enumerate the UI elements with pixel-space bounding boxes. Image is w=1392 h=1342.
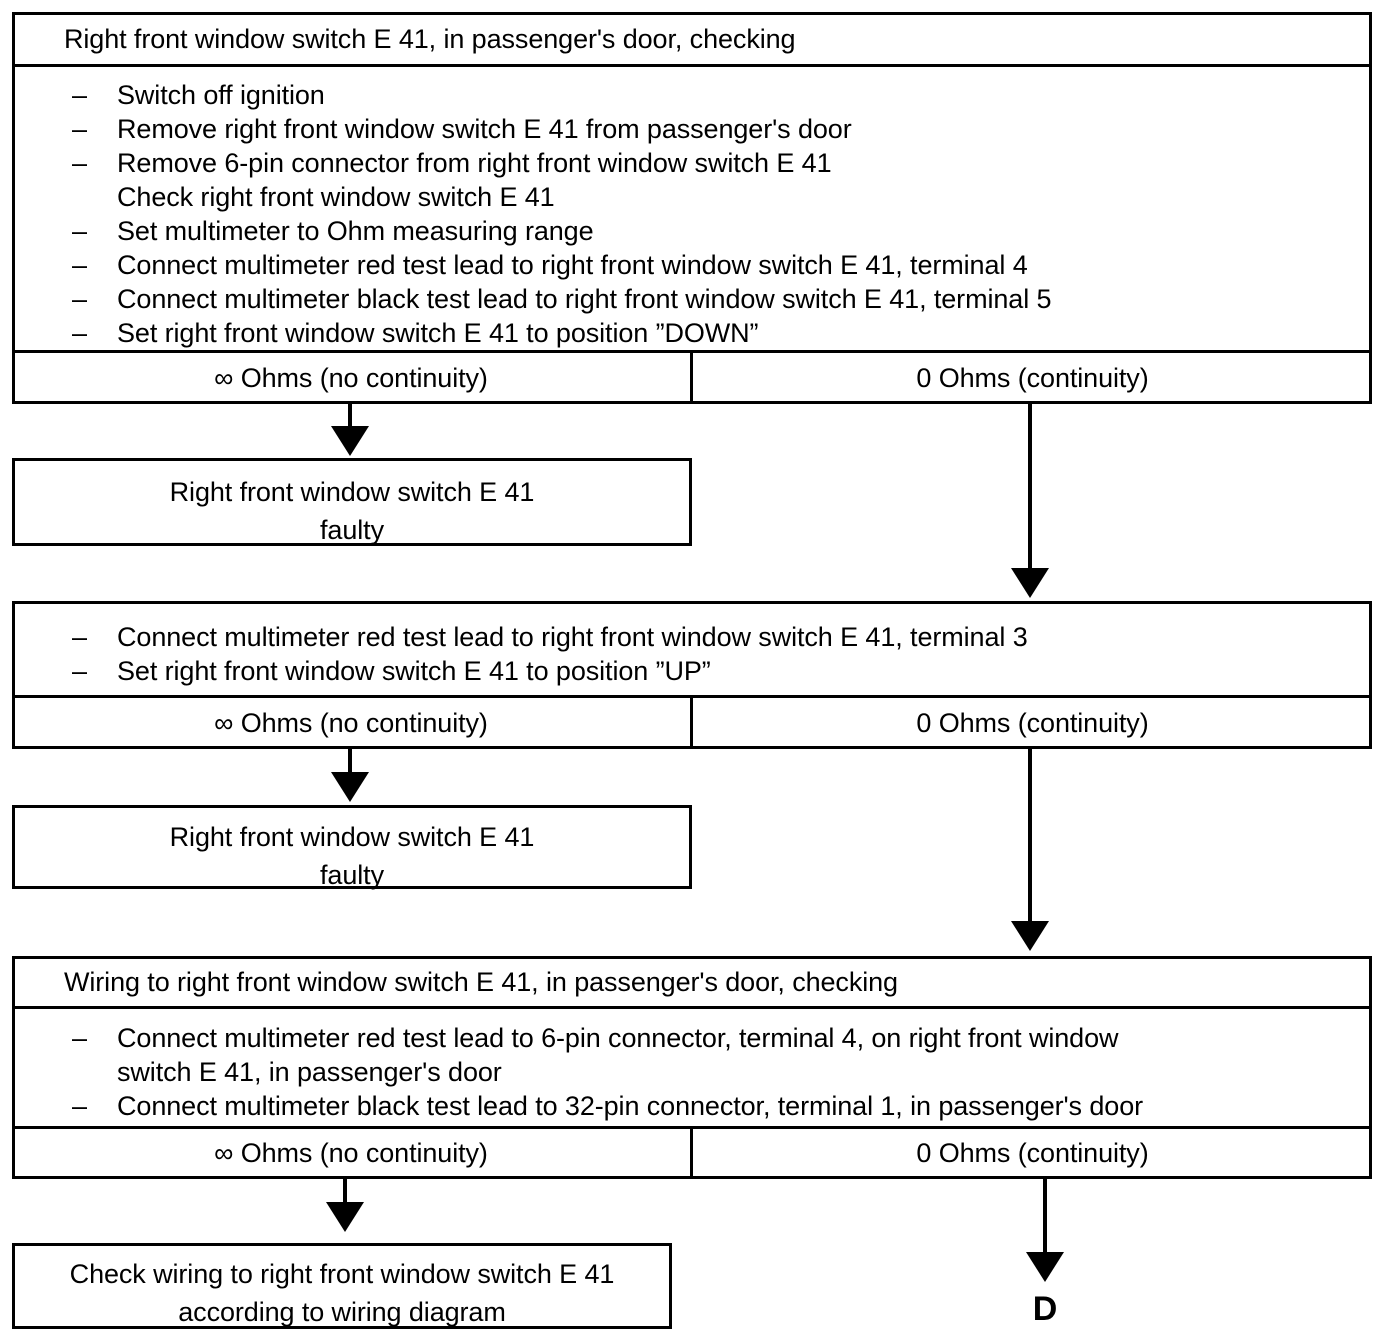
block-3-header-text: Wiring to right front window switch E 41… <box>64 966 898 997</box>
arrow-block1-right-line <box>1028 404 1032 572</box>
connector-label-text: D <box>1032 1290 1058 1328</box>
dash-marker: – <box>72 148 87 178</box>
connector-label-d: D <box>1005 1290 1085 1329</box>
arrow-block3-left-line <box>343 1179 347 1205</box>
block-1-results-split <box>690 350 693 404</box>
step-text: Connect multimeter red test lead to 6-pi… <box>117 1023 1119 1053</box>
result-text: ∞ Ohms (no continuity) <box>214 707 488 738</box>
block-3-results-split <box>690 1126 693 1179</box>
list-item: Check right front window switch E 41 <box>117 180 1347 214</box>
block-2-result-right: 0 Ohms (continuity) <box>693 697 1372 749</box>
step-text: Set multimeter to Ohm measuring range <box>117 216 594 246</box>
block-1-step-list: – Switch off ignition – Remove right fro… <box>72 78 1347 350</box>
arrow-block3-right-head <box>1026 1252 1064 1282</box>
arrow-block1-right-head <box>1011 568 1049 598</box>
list-item: – Remove 6-pin connector from right fron… <box>72 146 1347 180</box>
block-1-header-text: Right front window switch E 41, in passe… <box>64 23 796 54</box>
block-1-header-cell: Right front window switch E 41, in passe… <box>12 12 1372 66</box>
outcome-line-2: faulty <box>320 860 384 890</box>
outcome-fault-2-box: Right front window switch E 41 faulty <box>12 805 692 890</box>
arrow-block2-left-line <box>348 749 352 775</box>
list-item: – Set right front window switch E 41 to … <box>72 654 1347 688</box>
outcome-check-wiring-box: Check wiring to right front window switc… <box>12 1243 672 1329</box>
step-text: Switch off ignition <box>117 80 325 110</box>
result-text: 0 Ohms (continuity) <box>916 1138 1149 1168</box>
list-item: – Remove right front window switch E 41 … <box>72 112 1347 146</box>
block-2-results-split <box>690 695 693 749</box>
step-text: Remove right front window switch E 41 fr… <box>117 114 852 144</box>
list-item: switch E 41, in passenger's door <box>117 1055 1357 1089</box>
list-item: – Set multimeter to Ohm measuring range <box>72 214 1347 248</box>
dash-marker: – <box>72 318 87 348</box>
step-text: Connect multimeter black test lead to ri… <box>117 284 1052 314</box>
dash-marker: – <box>72 250 87 280</box>
result-text: 0 Ohms (continuity) <box>916 362 1149 393</box>
list-item: – Connect multimeter red test lead to ri… <box>72 248 1347 282</box>
list-item: – Connect multimeter red test lead to ri… <box>72 620 1347 654</box>
dash-marker: – <box>72 216 87 246</box>
block-1-result-left: ∞ Ohms (no continuity) <box>12 352 690 404</box>
dash-marker: – <box>72 622 87 652</box>
step-text: Check right front window switch E 41 <box>117 182 555 212</box>
step-text: Set right front window switch E 41 to po… <box>117 656 711 686</box>
list-item: – Switch off ignition <box>72 78 1347 112</box>
outcome-fault-1-box: Right front window switch E 41 faulty <box>12 458 692 546</box>
result-text: 0 Ohms (continuity) <box>916 707 1149 738</box>
outcome-line-2: according to wiring diagram <box>178 1297 506 1327</box>
step-text: switch E 41, in passenger's door <box>117 1057 502 1087</box>
dash-marker: – <box>72 1023 87 1053</box>
arrow-block1-left-head <box>331 426 369 456</box>
outcome-fault-2-text: Right front window switch E 41 faulty <box>15 818 689 894</box>
outcome-line-2: faulty <box>320 515 384 545</box>
dash-marker: – <box>72 114 87 144</box>
arrow-block3-right-line <box>1043 1179 1047 1255</box>
step-text: Remove 6-pin connector from right front … <box>117 148 832 178</box>
arrow-block2-right-line <box>1028 749 1032 924</box>
dash-marker: – <box>72 80 87 110</box>
list-item: – Connect multimeter black test lead to … <box>72 282 1347 316</box>
arrow-block2-left-head <box>331 772 369 802</box>
list-item: – Set right front window switch E 41 to … <box>72 316 1347 350</box>
block-2-step-list: – Connect multimeter red test lead to ri… <box>72 620 1347 688</box>
block-1-header-divider <box>12 64 1372 67</box>
block-3-step-list: – Connect multimeter red test lead to 6-… <box>72 1021 1357 1123</box>
block-3-header-divider <box>12 1006 1372 1009</box>
list-item: – Connect multimeter black test lead to … <box>72 1089 1357 1123</box>
block-3-result-right: 0 Ohms (continuity) <box>693 1128 1372 1179</box>
list-item: – Connect multimeter red test lead to 6-… <box>72 1021 1357 1055</box>
result-text: ∞ Ohms (no continuity) <box>214 362 488 393</box>
block-3-result-left: ∞ Ohms (no continuity) <box>12 1128 690 1179</box>
outcome-fault-1-text: Right front window switch E 41 faulty <box>15 473 689 549</box>
block-1-container <box>12 12 1372 404</box>
arrow-block2-right-head <box>1011 921 1049 951</box>
outcome-line-1: Check wiring to right front window switc… <box>69 1259 615 1289</box>
dash-marker: – <box>72 1091 87 1121</box>
outcome-line-1: Right front window switch E 41 <box>169 822 535 852</box>
outcome-line-1: Right front window switch E 41 <box>169 477 535 507</box>
result-text: ∞ Ohms (no continuity) <box>214 1138 488 1168</box>
arrow-block1-left-line <box>348 404 352 430</box>
step-text: Set right front window switch E 41 to po… <box>117 318 759 348</box>
step-text: Connect multimeter black test lead to 32… <box>117 1091 1144 1121</box>
dash-marker: – <box>72 284 87 314</box>
arrow-block3-left-head <box>326 1202 364 1232</box>
block-2-result-left: ∞ Ohms (no continuity) <box>12 697 690 749</box>
outcome-check-wiring-text: Check wiring to right front window switc… <box>15 1255 669 1331</box>
step-text: Connect multimeter red test lead to righ… <box>117 622 1028 652</box>
block-3-header-cell: Wiring to right front window switch E 41… <box>12 956 1372 1008</box>
step-text: Connect multimeter red test lead to righ… <box>117 250 1028 280</box>
dash-marker: – <box>72 656 87 686</box>
block-1-result-right: 0 Ohms (continuity) <box>693 352 1372 404</box>
